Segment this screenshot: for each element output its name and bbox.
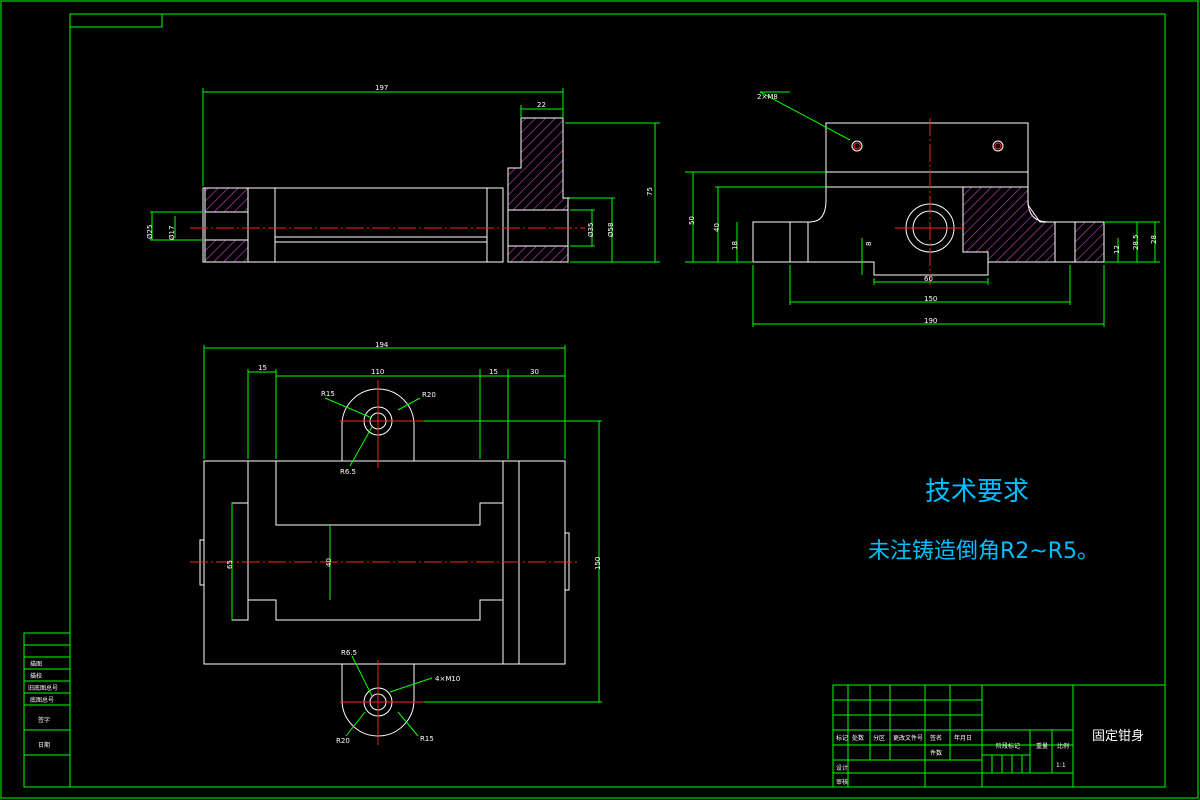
dim-12: 12: [1113, 245, 1121, 254]
tb-sign: 签名: [930, 734, 942, 742]
dim-r15b: R15: [420, 735, 434, 743]
dim-2xm8: 2×M8: [757, 93, 778, 101]
dim-15a: 15: [258, 364, 267, 372]
dim-197: 197: [375, 84, 388, 92]
dim-18: 18: [731, 241, 739, 250]
dim-28-5: 28.5: [1132, 234, 1140, 250]
dim-r6-5b: R6.5: [341, 649, 357, 657]
strip-row-2: 描校: [30, 672, 42, 680]
top-view: 194 15 110 15 30 R15 R20 R6.5 150 65 40 …: [190, 341, 602, 745]
dim-60: 60: [924, 275, 933, 283]
tb-mark: 标记: [836, 734, 848, 742]
left-strip: 描图 描校 旧底图总号 底图总号 签字 日期: [23, 632, 71, 788]
strip-row-3: 旧底图总号: [28, 684, 58, 692]
dim-d58: Ø58: [607, 223, 615, 237]
dim-r20: R20: [422, 391, 436, 399]
dim-150: 150: [924, 295, 937, 303]
side-view: 2×M8 50 40 18 8 60 150 190 12 28.5 28: [685, 91, 1160, 327]
dim-28: 28: [1150, 235, 1158, 244]
tech-heading: 技术要求: [925, 477, 1029, 507]
dim-40: 40: [713, 223, 721, 232]
dim-d35: Ø35: [587, 223, 595, 237]
dim-22: 22: [537, 101, 546, 109]
dim-30: 30: [530, 368, 539, 376]
dim-65: 65: [226, 560, 234, 569]
tb-stage: 阶段标记: [996, 742, 1020, 750]
dim-d17: Ø17: [168, 226, 176, 240]
tb-change-doc: 更改文件号: [893, 734, 923, 742]
tb-designer: 设计: [836, 764, 848, 772]
strip-row-1: 描图: [30, 660, 42, 668]
dim-d25: Ø25: [146, 225, 154, 239]
tech-note: 未注铸造倒角R2~R5。: [868, 539, 1099, 564]
dim-r20b: R20: [336, 737, 350, 745]
dim-8: 8: [865, 242, 873, 246]
title-block: 标记 处数 分区 更改文件号 签名 年月日 阶段标记 重量 比例 1:1 件数 …: [832, 684, 1166, 788]
dim-r15: R15: [321, 390, 335, 398]
tb-zone: 分区: [873, 734, 885, 742]
tb-weight: 重量: [1036, 742, 1048, 750]
front-view: 197 22 75 Ø25 Ø17 Ø35 Ø58: [146, 84, 660, 263]
dim-40v: 40: [325, 558, 333, 567]
tb-scale-value: 1:1: [1056, 762, 1066, 769]
tb-qty-label: 件数: [930, 749, 942, 757]
dim-4xm10: 4×M10: [435, 675, 460, 683]
dim-15b: 15: [489, 368, 498, 376]
dim-r6-5: R6.5: [340, 468, 356, 476]
tb-count: 处数: [852, 734, 864, 742]
tb-part-name: 固定钳身: [1092, 728, 1144, 744]
tb-date: 年月日: [954, 734, 972, 742]
corner-code-box: [69, 13, 163, 28]
dim-75: 75: [646, 187, 654, 196]
dim-50: 50: [688, 216, 696, 225]
dim-150v: 150: [594, 557, 602, 570]
dim-194: 194: [375, 341, 389, 349]
strip-row-6: 日期: [38, 741, 50, 749]
dim-110: 110: [371, 368, 384, 376]
strip-row-5: 签字: [38, 716, 50, 724]
tb-checker: 审核: [836, 778, 848, 786]
inner-frame: [69, 13, 1166, 788]
tb-scale-label: 比例: [1057, 742, 1069, 750]
dim-190: 190: [924, 317, 937, 325]
strip-row-4: 底图总号: [30, 696, 54, 704]
